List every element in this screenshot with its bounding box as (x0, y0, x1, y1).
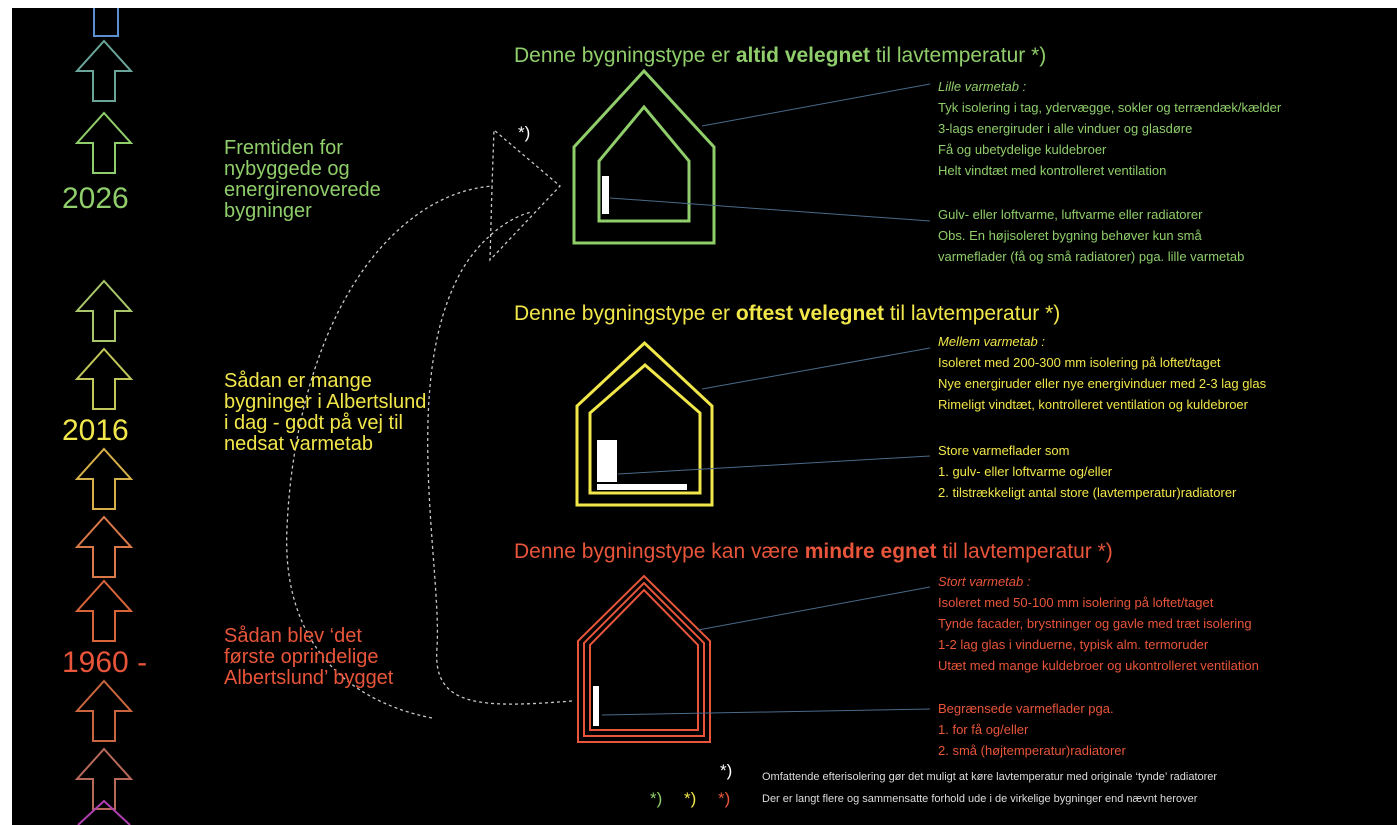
heading-post: til lavtemperatur *) (870, 44, 1047, 67)
heat-emitter-line: Store varmeflader som (938, 443, 1070, 458)
leader-line (617, 455, 931, 475)
era-line: nybyggede og (224, 158, 350, 180)
era-line: i dag - godt på vej til (224, 412, 403, 434)
era-line: første oprindelige (224, 646, 379, 668)
heat-emitter-line: Obs. En højisoleret bygning behøver kun … (938, 228, 1202, 243)
heat-loss-line: 3-lags energiruder i alle vinduer og gla… (938, 121, 1193, 136)
radiator-icon (602, 176, 609, 214)
house-inner-wall (597, 104, 691, 223)
heading-bold: oftest velegnet (735, 302, 885, 325)
timeline-arrow-icon (93, 8, 119, 37)
era-line: energirenoverede (224, 179, 381, 201)
leader-line (701, 347, 931, 390)
heat-emitter-line: 2. tilstrækkeligt antal store (lavtemper… (938, 485, 1237, 500)
leader-line (601, 708, 931, 716)
year-label-1960: 1960 - (62, 646, 148, 679)
era-line: Sådan er mange (224, 370, 372, 392)
dashed-curve-arrow-inner (427, 211, 573, 705)
footnote-text: Der er langt flere og sammensatte forhol… (762, 793, 1198, 805)
era-line: nedsat varmetab (224, 433, 373, 455)
heat-loss-description: Mellem varmetab : Isoleret med 200-300 m… (938, 331, 1266, 415)
building-heading: Denne bygningstype er altid velegnet til… (514, 45, 1046, 66)
diagram-graphics (74, 8, 931, 825)
heat-loss-line: Få og ubetydelige kuldebroer (938, 142, 1107, 157)
era-line: Albertslund’ bygget (224, 667, 394, 689)
footnote-text: Omfattende efterisolering gør det muligt… (762, 771, 1218, 783)
era-description-original: Sådan blev ‘det første oprindelige Alber… (224, 622, 394, 689)
heading-post: til lavtemperatur *) (884, 302, 1061, 325)
footnote-mark: *) (684, 789, 697, 808)
leader-line (697, 586, 931, 631)
heat-emitter-description: Gulv- eller loftvarme, luftvarme eller r… (938, 204, 1244, 267)
heat-loss-line: Tyk isolering i tag, ydervægge, sokler o… (938, 100, 1282, 115)
dashed-arrow-head (489, 128, 561, 262)
radiator-icon (597, 440, 617, 482)
heading-pre: Denne bygningstype kan være (514, 540, 805, 563)
heading-pre: Denne bygningstype er (514, 44, 736, 67)
heat-loss-title: Lille varmetab : (938, 79, 1027, 94)
timeline-arrow-icon (74, 679, 134, 742)
heading-pre: Denne bygningstype er (514, 302, 736, 325)
radiator-icon (593, 686, 599, 726)
heat-loss-line: 1-2 lag glas i vinduerne, typisk alm. te… (938, 637, 1209, 652)
house-inner-wall (588, 363, 702, 495)
timeline-arrow-icon (74, 111, 134, 174)
timeline-arrow-icon (74, 515, 134, 578)
era-description-today: Sådan er mange bygninger i Albertslund i… (224, 367, 427, 455)
heading-bold: altid velegnet (735, 44, 871, 67)
heat-loss-line: Rimeligt vindtæt, kontrolleret ventilati… (938, 397, 1248, 412)
arrow-footnote-mark: *) (518, 123, 531, 142)
house-outer-wall (575, 340, 714, 507)
heat-emitter-description: Store varmeflader som 1. gulv- eller lof… (938, 440, 1236, 503)
era-line: bygninger i Albertslund (224, 391, 427, 413)
heat-loss-line: Nye energiruder eller nye energivinduer … (938, 376, 1267, 391)
floor-heating-icon (597, 484, 687, 490)
heading-post: til lavtemperatur *) (936, 540, 1113, 563)
heading-bold: mindre egnet (804, 540, 937, 563)
house-middle-wall (583, 581, 705, 737)
timeline-arrow-icon (74, 39, 134, 102)
house-outer-wall (577, 574, 711, 743)
heat-loss-description: Lille varmetab : Tyk isolering i tag, yd… (938, 76, 1281, 181)
heat-emitter-line: varmeflader (få og små radiatorer) pga. … (938, 249, 1245, 264)
era-description-future: Fremtiden for nybyggede og energirenover… (224, 134, 381, 222)
timeline-arrow-icon (74, 747, 134, 810)
house-outer-wall (572, 68, 716, 245)
leader-line (701, 83, 931, 127)
timeline-arrow-icon (74, 579, 134, 642)
leader-line (609, 197, 931, 222)
year-label-2026: 2026 (62, 182, 129, 215)
diagram-panel: 2026 2016 1960 - Fremtiden for nybyggede… (12, 8, 1397, 825)
footnote-mark: *) (720, 761, 733, 780)
footnote-mark: *) (718, 789, 731, 808)
era-line: Sådan blev ‘det (224, 625, 362, 647)
era-line: bygninger (224, 200, 312, 222)
house-inner-wall (589, 588, 699, 731)
heat-loss-title: Mellem varmetab : (938, 334, 1045, 349)
heat-emitter-line: Gulv- eller loftvarme, luftvarme eller r… (938, 207, 1203, 222)
heat-loss-line: Helt vindtæt med kontrolleret ventilatio… (938, 163, 1167, 178)
heat-loss-title: Stort varmetab : (938, 574, 1031, 589)
heat-loss-line: Isoleret med 200-300 mm isolering på lof… (938, 355, 1221, 370)
heat-emitter-line: Begrænsede varmeflader pga. (938, 701, 1114, 716)
timeline-arrow-icon (77, 799, 131, 825)
timeline-arrow-icon (74, 447, 134, 510)
dashed-curve-arrow-outer (286, 185, 493, 719)
era-line: Fremtiden for (224, 137, 343, 159)
timeline-arrow-icon (74, 347, 134, 410)
heat-loss-line: Utæt med mange kuldebroer og ukontroller… (938, 658, 1259, 673)
heat-loss-line: Tynde facader, brystninger og gavle med … (938, 616, 1252, 631)
year-label-2016: 2016 (62, 414, 129, 447)
building-heading: Denne bygningstype kan være mindre egnet… (514, 541, 1113, 562)
heat-loss-description: Stort varmetab : Isoleret med 50-100 mm … (938, 571, 1259, 676)
heat-emitter-line: 2. små (højtemperatur)radiatorer (938, 743, 1126, 758)
footnote-mark: *) (650, 789, 663, 808)
heat-emitter-line: 1. gulv- eller loftvarme og/eller (938, 464, 1113, 479)
heat-emitter-line: 1. for få og/eller (938, 722, 1029, 737)
building-heading: Denne bygningstype er oftest velegnet ti… (514, 303, 1060, 324)
timeline-arrow-icon (74, 279, 134, 342)
heat-emitter-description: Begrænsede varmeflader pga. 1. for få og… (938, 698, 1126, 761)
heat-loss-line: Isoleret med 50-100 mm isolering på loft… (938, 595, 1214, 610)
